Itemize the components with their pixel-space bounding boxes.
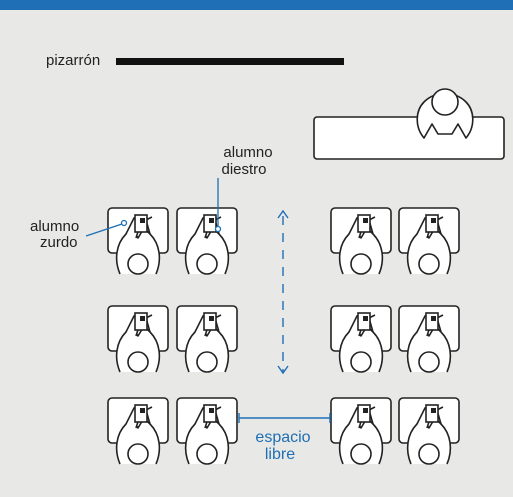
student-desk-l3 bbox=[107, 305, 169, 373]
free-space-label-line2: libre bbox=[265, 446, 295, 463]
student-desk-r5 bbox=[330, 397, 392, 465]
right-handed-label-line1: alumno bbox=[223, 144, 272, 161]
blackboard bbox=[116, 58, 344, 65]
student-desk-r4 bbox=[398, 305, 460, 373]
student-desk-r1 bbox=[330, 207, 392, 275]
student-desk-r6 bbox=[398, 397, 460, 465]
student-desk-l5 bbox=[107, 397, 169, 465]
top-accent-bar bbox=[0, 0, 513, 10]
student-desk-r3 bbox=[330, 305, 392, 373]
student-desk-l6 bbox=[176, 397, 238, 465]
left-handed-pointer-line bbox=[85, 223, 123, 237]
left-handed-pointer-dot bbox=[120, 219, 128, 227]
aisle-vertical-arrow bbox=[277, 209, 289, 375]
right-handed-pointer-dot bbox=[214, 225, 222, 233]
teacher-desk-figure-icon bbox=[416, 88, 474, 139]
student-desk-l2 bbox=[176, 207, 238, 275]
teacher-desk bbox=[313, 116, 505, 160]
right-handed-label-line2: diestro bbox=[221, 161, 266, 178]
teacher-desk-group bbox=[313, 88, 505, 160]
left-handed-label-line2: zurdo bbox=[40, 234, 78, 251]
board-label: pizarrón bbox=[46, 52, 100, 69]
free-space-label-line1: espacio bbox=[255, 429, 310, 446]
student-desk-l1 bbox=[107, 207, 169, 275]
free-space-bracket bbox=[238, 413, 331, 423]
student-desk-r2 bbox=[398, 207, 460, 275]
student-desk-l4 bbox=[176, 305, 238, 373]
left-handed-label-line1: alumno bbox=[30, 218, 79, 235]
